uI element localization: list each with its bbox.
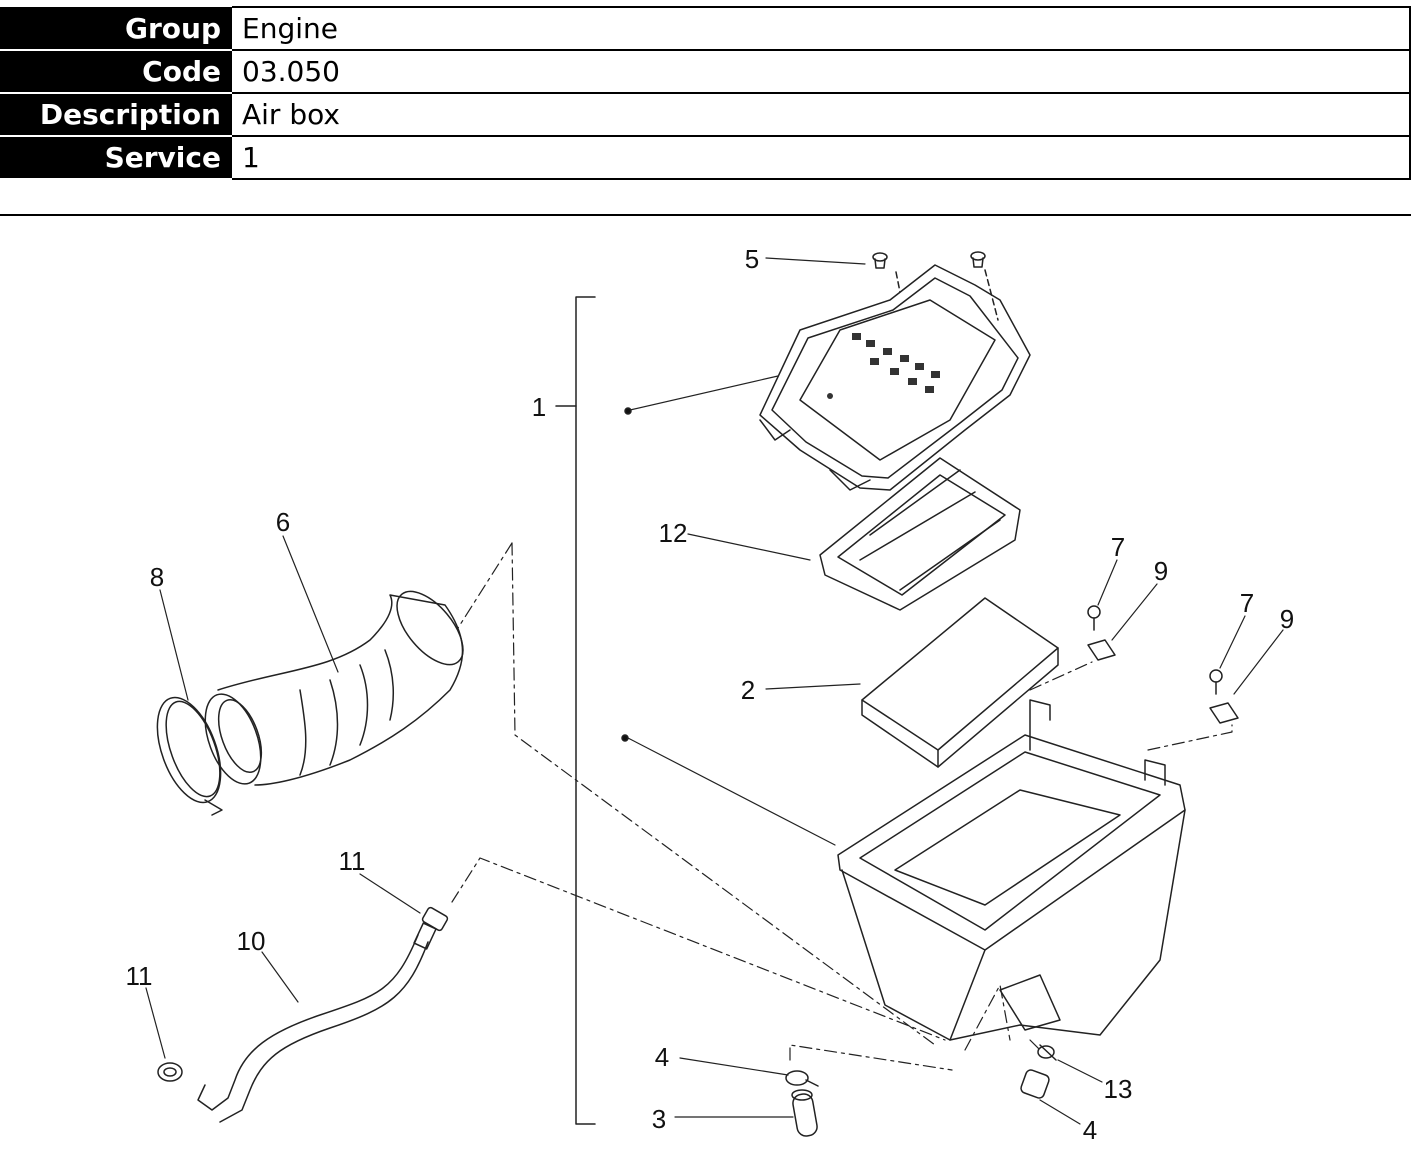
callout-label: 8 bbox=[150, 562, 164, 592]
airbox-base bbox=[837, 699, 1186, 1041]
intake-duct bbox=[204, 590, 464, 786]
callout-label: 11 bbox=[339, 846, 366, 876]
callout-label: 4 bbox=[1083, 1115, 1097, 1145]
filter-frame bbox=[819, 457, 1021, 611]
info-row-description: Description Air box bbox=[0, 92, 1411, 137]
callout-label: 7 bbox=[1240, 588, 1254, 618]
callout-label: 9 bbox=[1154, 556, 1168, 586]
filter-element bbox=[861, 597, 1059, 768]
callout-label: 10 bbox=[237, 926, 266, 956]
group-value: Engine bbox=[232, 6, 1411, 51]
breather-hose bbox=[197, 922, 437, 1123]
callout-label: 5 bbox=[745, 244, 759, 274]
nut-clip-part bbox=[1087, 639, 1116, 661]
small-clamp bbox=[421, 906, 449, 932]
bolt-part bbox=[1209, 669, 1223, 695]
info-row-service: Service 1 bbox=[0, 135, 1411, 180]
callout-label: 9 bbox=[1280, 604, 1294, 634]
screw-part bbox=[970, 251, 999, 321]
callout-label: 7 bbox=[1111, 532, 1125, 562]
callout-label: 11 bbox=[126, 961, 153, 991]
callout-label: 6 bbox=[276, 507, 290, 537]
part-info-table: Group Engine Code 03.050 Description Air… bbox=[0, 6, 1411, 180]
group-label: Group bbox=[0, 7, 232, 51]
drain-tube bbox=[791, 1089, 818, 1137]
description-label: Description bbox=[0, 93, 232, 137]
description-value: Air box bbox=[232, 92, 1411, 137]
callout-label: 3 bbox=[652, 1104, 666, 1134]
callout-label: 4 bbox=[655, 1042, 669, 1072]
small-clamp bbox=[157, 1062, 183, 1082]
hose-clamp bbox=[156, 696, 223, 816]
cap-part bbox=[1020, 1069, 1050, 1099]
callout-label: 1 bbox=[532, 392, 546, 422]
callout-label: 12 bbox=[659, 518, 688, 548]
header-divider bbox=[0, 214, 1411, 216]
callout-label: 2 bbox=[741, 675, 755, 705]
callout-label: 13 bbox=[1104, 1074, 1133, 1104]
info-row-code: Code 03.050 bbox=[0, 49, 1411, 94]
assembly-bracket bbox=[575, 296, 596, 1125]
bolt-part bbox=[1087, 605, 1101, 631]
service-value: 1 bbox=[232, 135, 1411, 180]
nut-clip-part bbox=[1209, 702, 1239, 724]
code-value: 03.050 bbox=[232, 49, 1411, 94]
service-label: Service bbox=[0, 136, 232, 180]
info-row-group: Group Engine bbox=[0, 6, 1411, 51]
airbox-cover bbox=[759, 264, 1031, 491]
code-label: Code bbox=[0, 50, 232, 94]
hose-clamp-small bbox=[785, 1070, 819, 1087]
screw-part bbox=[872, 252, 901, 293]
spring-clip bbox=[1037, 1044, 1057, 1061]
